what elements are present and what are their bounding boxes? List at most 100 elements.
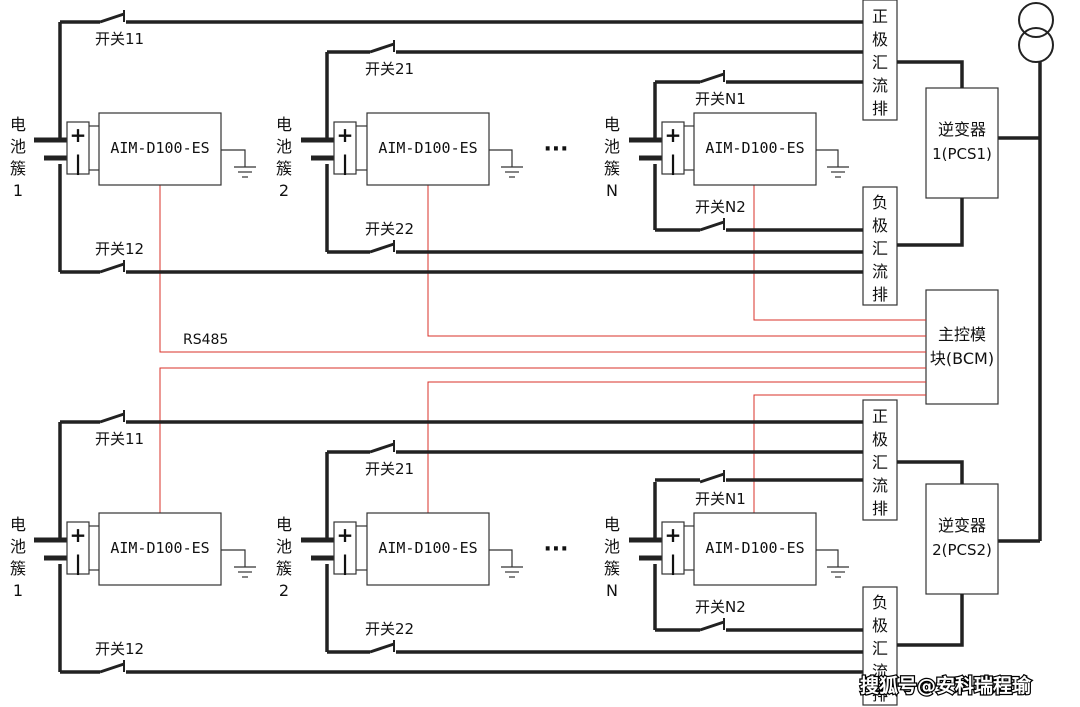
aim-device-label: AIM-D100-ES: [110, 539, 209, 557]
switch-bottom: 开关N2: [695, 598, 746, 638]
aim-device-label: AIM-D100-ES: [705, 139, 804, 157]
cluster-label-char: 簇: [604, 159, 620, 178]
pos-busbar-2: 正 极 汇 流 排: [862, 399, 898, 521]
svg-text:流: 流: [872, 476, 888, 495]
ground-icon: [221, 149, 256, 178]
cluster-label-char: 簇: [604, 559, 620, 578]
switch-top: 开关11: [95, 10, 144, 48]
cluster-label-char: 1: [13, 581, 23, 600]
svg-text:负: 负: [872, 593, 888, 612]
aim-device-label: AIM-D100-ES: [110, 139, 209, 157]
cluster-label-char: 电: [604, 115, 620, 134]
cluster-label-char: N: [606, 581, 618, 600]
bcm-label-line1: 主控模: [938, 325, 986, 344]
ground-icon: [489, 149, 523, 178]
aim-device-box: [366, 512, 490, 586]
cluster-label-char: 池: [10, 537, 26, 556]
svg-text:极: 极: [872, 616, 888, 635]
svg-text:正: 正: [872, 7, 888, 26]
pos-busbar-1: 正 极 汇 流 排: [862, 0, 898, 121]
switch-top-label: 开关21: [365, 60, 414, 78]
svg-text:流: 流: [872, 262, 888, 281]
switch-bottom-label: 开关N2: [695, 198, 746, 216]
cluster-label-char: N: [606, 181, 618, 200]
cluster-label-char: 簇: [276, 559, 292, 578]
plus-sign: +: [70, 123, 87, 147]
battery-clusters: +|AIM-D100-ES电池簇1开关11开关12+|AIM-D100-ES电池…: [10, 10, 849, 680]
switch-top: 开关N1: [695, 70, 746, 108]
ellipsis-bottom: ···: [543, 537, 568, 562]
cluster-label-char: 簇: [276, 159, 292, 178]
cluster-label-char: 电: [276, 115, 292, 134]
cluster-label-char: 电: [10, 115, 26, 134]
switch-bottom-label: 开关22: [365, 620, 414, 638]
switch-bottom: 开关N2: [695, 198, 746, 238]
cluster-label-char: 池: [276, 537, 292, 556]
svg-text:排: 排: [872, 285, 888, 304]
switch-top: 开关N1: [695, 470, 746, 508]
svg-text:汇: 汇: [872, 639, 888, 658]
inverter-1: 逆变器 1(PCS1): [925, 87, 999, 199]
plus-sign: +: [337, 123, 354, 147]
polarity-box: [333, 121, 357, 175]
svg-text:流: 流: [872, 662, 888, 681]
switch-bottom-label: 开关12: [95, 640, 144, 658]
svg-text:排: 排: [872, 99, 888, 118]
switch-bottom: 开关12: [95, 240, 144, 280]
aim-device-label: AIM-D100-ES: [378, 139, 477, 157]
group-1: 正 极 汇 流 排 负 极 汇 流 排 逆变器 1(PCS1): [60, 0, 999, 306]
switch-top: 开关21: [365, 40, 414, 78]
aim-device-label: AIM-D100-ES: [378, 539, 477, 557]
switch-top: 开关11: [95, 410, 144, 448]
svg-text:汇: 汇: [872, 53, 888, 72]
aim-device-box: [98, 512, 222, 586]
minus-sign: |: [341, 151, 348, 175]
svg-text:2(PCS2): 2(PCS2): [932, 541, 992, 559]
ground-icon: [816, 549, 849, 578]
aim-device-label: AIM-D100-ES: [705, 539, 804, 557]
svg-text:汇: 汇: [872, 453, 888, 472]
rs485-label: RS485: [183, 332, 228, 348]
group-2: 正 极 汇 流 排 负 极 汇 流 排 逆变器 2(PCS2): [60, 399, 999, 706]
minus-sign: |: [669, 551, 676, 575]
ground-icon: [816, 149, 849, 178]
switch-bottom: 开关22: [365, 620, 414, 660]
ground-icon: [489, 549, 523, 578]
svg-text:排: 排: [872, 685, 888, 704]
switch-top-label: 开关11: [95, 30, 144, 48]
cluster-label-char: 1: [13, 181, 23, 200]
switch-top-label: 开关21: [365, 460, 414, 478]
rs485-wiring: RS485: [159, 185, 926, 517]
neg-busbar-1: 负 极 汇 流 排: [862, 186, 898, 306]
switch-bottom-label: 开关12: [95, 240, 144, 258]
aim-device-box: [693, 512, 817, 586]
svg-text:极: 极: [872, 430, 888, 449]
switch-bottom: 开关22: [365, 220, 414, 260]
aim-device-box: [366, 112, 490, 186]
switch-top: 开关21: [365, 440, 414, 478]
svg-text:汇: 汇: [872, 239, 888, 258]
polarity-box: [661, 521, 685, 575]
cluster-label-char: 簇: [10, 159, 26, 178]
cluster-label-char: 簇: [10, 559, 26, 578]
aim-device-box: [98, 112, 222, 186]
polarity-box: [333, 521, 357, 575]
transformer-icon: [997, 2, 1054, 543]
polarity-box: [66, 121, 90, 175]
ellipsis-top: ···: [543, 137, 568, 162]
switch-top-label: 开关11: [95, 430, 144, 448]
plus-sign: +: [337, 523, 354, 547]
svg-text:逆变器: 逆变器: [938, 120, 986, 139]
inverter-2: 逆变器 2(PCS2): [925, 483, 999, 595]
cluster-label-char: 2: [279, 181, 289, 200]
minus-sign: |: [74, 151, 81, 175]
switch-bottom-label: 开关N2: [695, 598, 746, 616]
cluster-label-char: 电: [276, 515, 292, 534]
cluster-label-char: 池: [604, 137, 620, 156]
cluster-label-char: 电: [10, 515, 26, 534]
svg-text:流: 流: [872, 76, 888, 95]
svg-text:极: 极: [872, 30, 888, 49]
